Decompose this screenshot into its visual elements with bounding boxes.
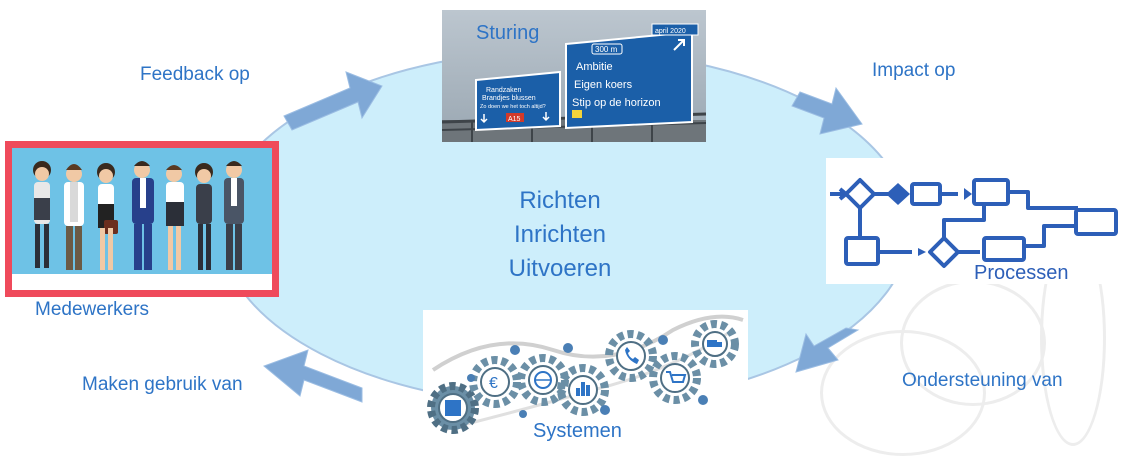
medewerkers-image bbox=[5, 141, 279, 297]
flowchart-image bbox=[826, 158, 1126, 284]
sign-date: april 2020 bbox=[655, 28, 686, 35]
shopping-cart-icon bbox=[649, 352, 701, 404]
person-figure bbox=[97, 163, 118, 270]
person-figure bbox=[33, 161, 51, 268]
phone-icon bbox=[605, 330, 657, 382]
gear-icon bbox=[427, 382, 479, 434]
sign-distance: 300 m bbox=[595, 45, 618, 54]
highway-sign-image: Randzaken Brandjes blussen Zo doen we he… bbox=[441, 10, 707, 142]
sign-left-line: Randzaken bbox=[486, 87, 522, 94]
person-figure bbox=[64, 164, 84, 270]
bar-chart-icon bbox=[557, 364, 609, 416]
gebruik-label: Maken gebruik van bbox=[82, 374, 243, 395]
globe-icon bbox=[517, 354, 569, 406]
processen-node: Processen bbox=[826, 158, 1126, 284]
medewerkers-label: Medewerkers bbox=[35, 299, 150, 320]
arrow-ondersteuning bbox=[795, 327, 860, 373]
cycle-arrows bbox=[263, 71, 863, 403]
systemen-node: € Sy bbox=[423, 310, 748, 445]
sturing-node: Randzaken Brandjes blussen Zo doen we he… bbox=[441, 10, 707, 142]
ondersteuning-label: Ondersteuning van bbox=[902, 370, 1063, 391]
euro-icon: € bbox=[469, 356, 521, 408]
center-line: Inrichten bbox=[513, 221, 607, 248]
medewerkers-node: Medewerkers bbox=[5, 141, 279, 320]
truck-icon bbox=[691, 320, 739, 368]
svg-text:€: € bbox=[489, 375, 498, 392]
person-figure bbox=[132, 161, 154, 270]
arrow-feedback bbox=[283, 71, 383, 131]
arrow-impact bbox=[791, 86, 863, 135]
processen-label: Processen bbox=[974, 262, 1069, 284]
arrow-gebruik bbox=[263, 349, 363, 403]
sign-line: Eigen koers bbox=[574, 79, 633, 91]
center-line: Uitvoeren bbox=[508, 255, 612, 282]
feedback-label: Feedback op bbox=[140, 64, 250, 85]
sign-route: A15 bbox=[508, 116, 521, 123]
systemen-label: Systemen bbox=[533, 420, 622, 442]
gears-image: € bbox=[423, 310, 748, 445]
impact-label: Impact op bbox=[872, 60, 956, 81]
sturing-label: Sturing bbox=[476, 22, 540, 44]
person-figure bbox=[195, 163, 213, 270]
person-figure bbox=[224, 161, 244, 270]
center-text: Richten Inrichten Uitvoeren bbox=[470, 184, 650, 286]
sign-line: Ambitie bbox=[576, 61, 613, 73]
center-line: Richten bbox=[519, 187, 601, 214]
gear-icon bbox=[467, 335, 708, 418]
people-illustration bbox=[12, 161, 272, 290]
sign-left-line: Zo doen we het toch altijd? bbox=[480, 104, 546, 110]
sign-line: Stip op de horizon bbox=[572, 97, 661, 109]
sign-left-line: Brandjes blussen bbox=[482, 95, 536, 102]
person-figure bbox=[166, 165, 184, 270]
